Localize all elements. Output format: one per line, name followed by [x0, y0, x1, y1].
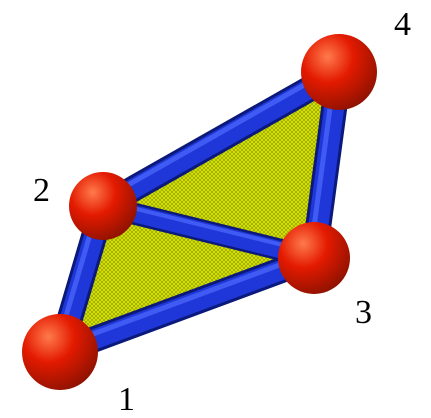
node-4 [301, 34, 377, 110]
node-1 [22, 314, 98, 390]
node-2-label: 2 [33, 172, 50, 209]
labels-layer: 1 2 3 4 [33, 6, 411, 418]
node-2 [69, 172, 137, 240]
edge-1-3 [47, 245, 327, 365]
nodes-layer [22, 34, 377, 390]
edge-2-3 [92, 195, 325, 269]
node-1-label: 1 [118, 381, 135, 418]
node-4-label: 4 [394, 6, 411, 43]
node-3 [278, 222, 350, 294]
node-3-label: 3 [355, 294, 372, 331]
edge-2-4 [90, 59, 352, 219]
